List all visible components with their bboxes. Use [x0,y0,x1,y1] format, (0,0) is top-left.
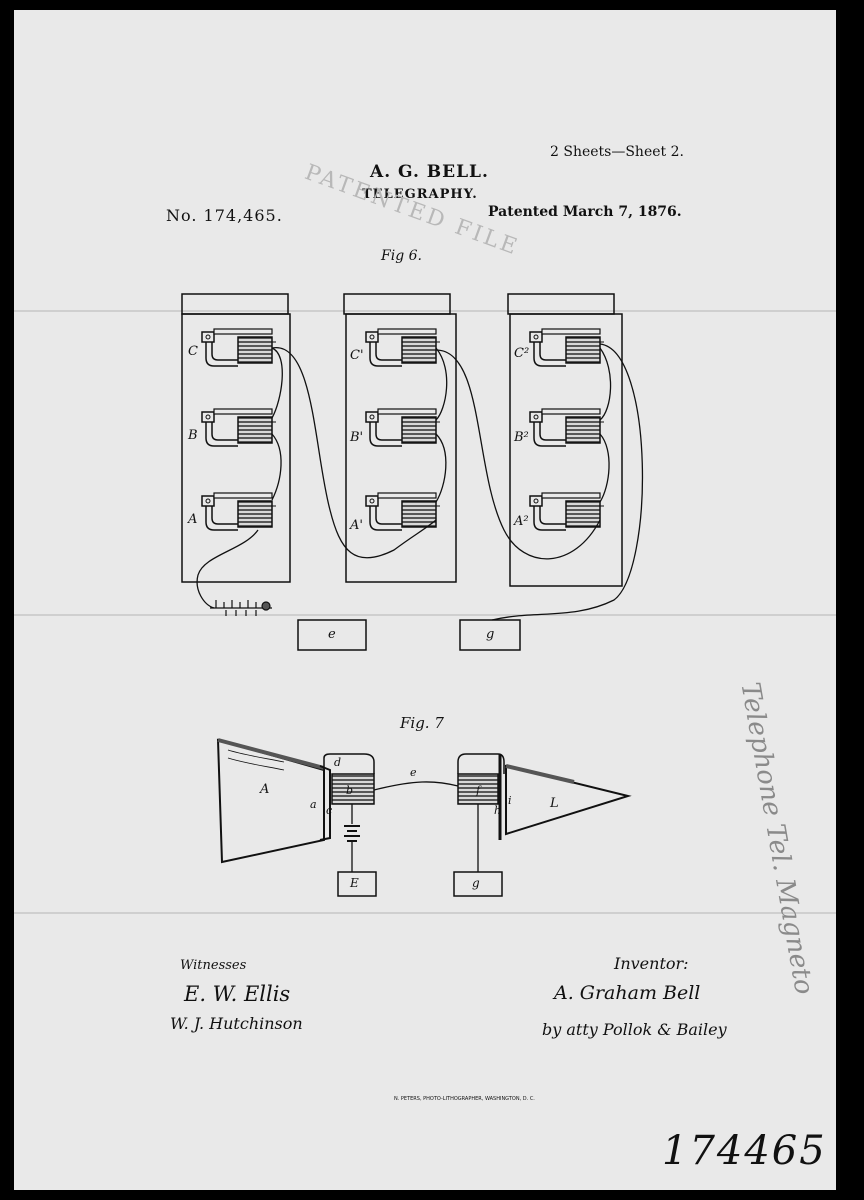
relay-label-a: A [188,512,197,527]
fig7-label-b: b [346,784,353,797]
witness-signature-2: W. J. Hutchinson [170,1014,303,1033]
relay-label-c1: C' [350,348,364,363]
witness-signature-1: E. W. Ellis [184,982,290,1006]
fig7-label-f: f [476,784,480,797]
fig7-label-d: d [334,756,341,769]
patent-drawings [14,10,836,1190]
attorney-signature: by atty Pollok & Bailey [542,1020,727,1039]
fig7-box-E-label: E [350,876,359,890]
witnesses-label: Witnesses [180,958,246,973]
inventor-signature: A. Graham Bell [554,982,700,1004]
fig7-label-a: a [310,798,317,811]
handwritten-number: 174465 [662,1128,827,1174]
box-g-label: g [486,627,494,642]
fig7-caption: Fig. 7 [400,714,444,732]
fig7-label-c: c [326,804,332,817]
fig7-label-i: i [508,794,512,807]
fig6-wires [197,344,642,620]
patent-sheet: 2 Sheets—Sheet 2. A. G. BELL. TELEGRAPHY… [14,10,836,1190]
relay-label-b: B [188,428,198,443]
printer-imprint: N. PETERS, PHOTO-LITHOGRAPHER, WASHINGTO… [394,1096,535,1102]
relay-label-b1: B' [350,430,363,445]
fig6-panel-1 [182,294,290,582]
fig7-label-h: h [494,804,501,817]
relay-label-a1: A' [350,518,363,533]
fig7-label-A: A [260,782,269,797]
relay-label-c2: C² [514,346,529,361]
relay-label-a2: A² [514,514,529,529]
inventor-label: Inventor: [614,954,689,973]
fig7-label-L: L [550,796,559,811]
relay-label-c: C [188,344,198,359]
box-e-label: e [328,627,336,642]
fig7-drawing [218,740,628,896]
fig7-box-g-label: g [472,876,480,890]
fig7-label-e: e [410,766,417,779]
relay-label-b2: B² [514,430,529,445]
